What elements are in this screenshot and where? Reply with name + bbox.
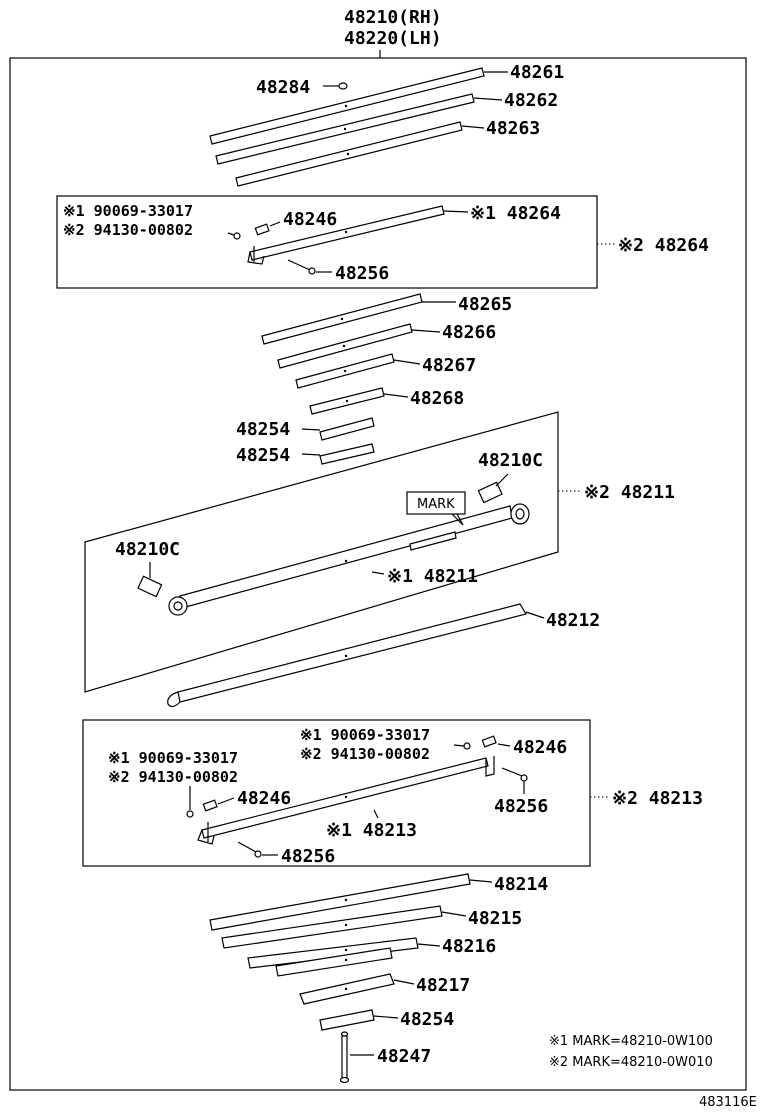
- g1-nut-label: ※2 94130-00802: [63, 221, 193, 239]
- g3-part-48246-right: 48246: [513, 737, 567, 758]
- part-48247: 48247: [377, 1046, 431, 1067]
- assembly-number-lh: 48220(LH): [344, 28, 442, 49]
- leaf-48263: [235, 121, 463, 187]
- part-48212: 48212: [546, 610, 600, 631]
- part-48217: 48217: [416, 975, 470, 996]
- part-48266: 48266: [442, 322, 496, 343]
- group-48213-label: ※2 48213: [612, 788, 703, 809]
- part-48254-b: 48254: [236, 445, 290, 466]
- group-48264-label: ※2 48264: [618, 235, 709, 256]
- note-mark-2: ※2 MARK=48210-0W010: [549, 1055, 713, 1070]
- part-48268: 48268: [410, 388, 464, 409]
- part-48267: 48267: [422, 355, 476, 376]
- group-48264-frame: [56, 195, 598, 289]
- bolt-48284: [323, 82, 348, 90]
- spacer-48254-c: [319, 1009, 375, 1031]
- leaf-48216: [247, 937, 419, 969]
- g1-pin-48246: [254, 223, 270, 236]
- leaf-48217: [275, 947, 393, 977]
- leaf-48268: [309, 387, 385, 415]
- g1-bolt-label: ※1 90069-33017: [63, 202, 193, 220]
- g1-leaf-48264: [247, 205, 445, 265]
- part-48211: ※1 48211: [387, 566, 478, 587]
- g1-bolt-48256: [287, 259, 316, 275]
- spacer-48254-a: [319, 417, 375, 441]
- g3-bolt-48256-left: [237, 841, 262, 858]
- group-48211-label: ※2 48211: [584, 482, 675, 503]
- g3-part-48256-right: 48256: [494, 796, 548, 817]
- g1-part-48256: 48256: [335, 263, 389, 284]
- g3-pin-48246-left: [202, 799, 218, 812]
- leaf-48217-lower: [299, 973, 395, 1005]
- mark-label: MARK: [417, 497, 455, 512]
- spacer-48254-b: [319, 443, 375, 465]
- note-mark-1: ※1 MARK=48210-0W100: [549, 1034, 713, 1049]
- leaf-48212: [167, 603, 527, 708]
- bushing-48210c-left: [137, 575, 163, 598]
- leaf-48261: [209, 67, 485, 145]
- part-48216: 48216: [442, 936, 496, 957]
- part-48261: 48261: [510, 62, 564, 83]
- g3-part-48213: ※1 48213: [326, 820, 417, 841]
- part-48263: 48263: [486, 118, 540, 139]
- main-leaf-48211: [168, 503, 530, 616]
- part-48262: 48262: [504, 90, 558, 111]
- bushing-48210c-right-label: 48210C: [478, 450, 543, 471]
- bushing-48210c-right: [477, 481, 503, 504]
- g1-part-48246: 48246: [283, 209, 337, 230]
- part-48254-a: 48254: [236, 419, 290, 440]
- leaf-48265: [261, 293, 423, 345]
- g3-nut-label-left: ※2 94130-00802: [108, 768, 238, 786]
- g3-nut-label-right: ※2 94130-00802: [300, 745, 430, 763]
- g1-part-48264: ※1 48264: [470, 203, 561, 224]
- bushing-48210c-left-label: 48210C: [115, 539, 180, 560]
- mark-callout: [406, 491, 466, 526]
- leaf-48262: [215, 93, 475, 165]
- g3-bolt-48256-right: [501, 767, 528, 782]
- g3-leaf-48213: [197, 756, 495, 845]
- part-48265: 48265: [458, 294, 512, 315]
- center-bolt-48247: [339, 1031, 350, 1084]
- leaf-48267: [295, 353, 395, 389]
- leaf-48215: [221, 905, 443, 949]
- part-48214: 48214: [494, 874, 548, 895]
- g3-bolt-label-left: ※1 90069-33017: [108, 749, 238, 767]
- assembly-number-rh: 48210(RH): [344, 7, 442, 28]
- g3-bolt-label-right: ※1 90069-33017: [300, 726, 430, 744]
- g3-part-48246-left: 48246: [237, 788, 291, 809]
- figure-code: 483116E: [699, 1095, 757, 1110]
- part-48284: 48284: [256, 77, 310, 98]
- leaf-48214: [209, 873, 471, 931]
- group-48213-frame: [82, 719, 591, 867]
- leaf-48266: [277, 323, 413, 369]
- assembly-frame: [9, 57, 747, 1091]
- part-48215: 48215: [468, 908, 522, 929]
- part-48254-c: 48254: [400, 1009, 454, 1030]
- g3-pin-48246-right: [481, 735, 497, 748]
- group-48211-frame: [84, 411, 559, 693]
- g3-part-48256-left: 48256: [281, 846, 335, 867]
